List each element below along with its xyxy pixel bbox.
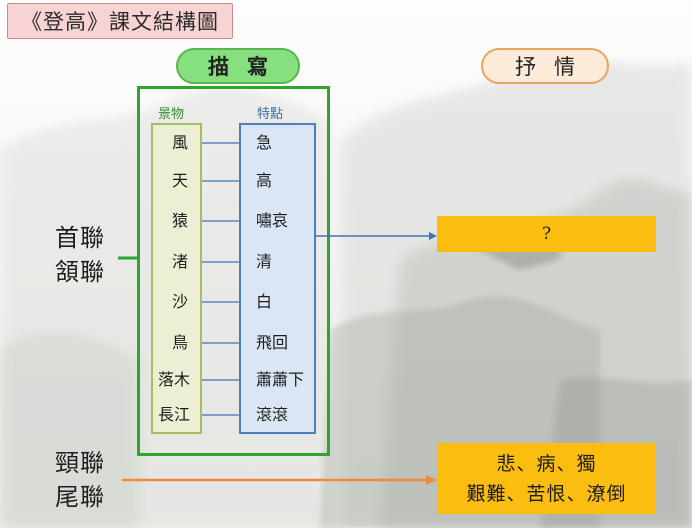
emotion-answer-box: 悲、病、獨 艱難、苦恨、潦倒 (437, 443, 656, 514)
scenery-cell: 渚 (172, 252, 189, 271)
feature-cell: 蕭蕭下 (256, 370, 305, 389)
scenery-cell: 猿 (172, 211, 189, 230)
couplet-label-second: 頷聯 (55, 258, 105, 286)
couplet-label-third: 頸聯 (55, 449, 105, 477)
scenery-header: 景物 (158, 107, 185, 122)
scenery-cell: 天 (172, 171, 189, 190)
feature-cell: 飛回 (256, 333, 289, 352)
describe-pill: 描寫 (176, 48, 300, 84)
emotion-line-2: 艱難、苦恨、潦倒 (466, 482, 627, 505)
scenery-column (151, 123, 202, 434)
scenery-cell: 沙 (172, 292, 189, 311)
scenery-cell: 鳥 (172, 333, 189, 352)
emotion-question-text: ? (541, 224, 552, 244)
orange-arrow-head (426, 475, 437, 485)
feature-cell: 嘯哀 (256, 211, 289, 230)
feature-header: 特點 (257, 107, 284, 122)
couplet-label-first: 首聯 (55, 224, 105, 252)
scenery-cell: 風 (172, 133, 189, 152)
emotion-line-1: 悲、病、獨 (496, 452, 597, 475)
couplet-label-fourth: 尾聯 (55, 483, 105, 511)
scenery-cell: 長江 (158, 405, 191, 424)
emotion-question-box: ? (437, 216, 656, 252)
feature-cell: 滾滾 (256, 405, 289, 424)
feature-column (239, 123, 316, 434)
description-frame (137, 86, 330, 456)
feature-cell: 清 (256, 252, 273, 271)
feature-cell: 急 (256, 133, 273, 152)
lyric-pill: 抒情 (481, 48, 609, 84)
scenery-cell: 落木 (158, 370, 191, 389)
emotion-arrow-head (429, 232, 437, 240)
feature-cell: 白 (256, 292, 273, 311)
page-title: 《登高》課文結構圖 (7, 3, 233, 39)
feature-cell: 高 (256, 171, 273, 190)
